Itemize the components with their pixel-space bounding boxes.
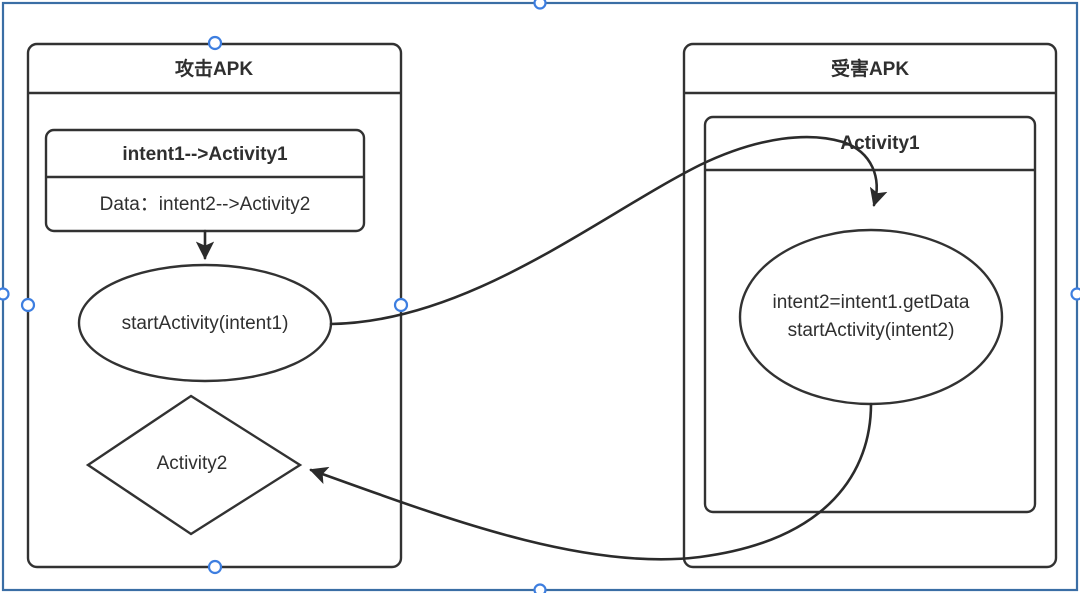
shape-handle-top[interactable] (207, 35, 223, 51)
panel-victim-title: 受害APK (831, 57, 909, 80)
node-activity2[interactable]: Activity2 (85, 394, 303, 536)
shape-handle-right[interactable] (393, 297, 409, 313)
node-get-data-label-line-1: intent2=intent1.getData (772, 292, 969, 313)
node-activity1-box-header: Activity1 (840, 133, 920, 154)
selection-handle-right[interactable] (1070, 287, 1080, 301)
edge-get-data-to-activity2[interactable] (309, 402, 873, 561)
node-intent-box[interactable]: intent1-->Activity1 Data：intent2-->Activ… (44, 128, 366, 233)
node-activity2-label: Activity2 (157, 453, 228, 474)
node-get-data-shape[interactable] (738, 228, 1004, 406)
selection-handle-bottom[interactable] (533, 583, 547, 593)
node-activity2-shape[interactable] (85, 394, 303, 536)
node-intent-box-body: Data：intent2-->Activity2 (100, 194, 311, 215)
node-start-activity-1-label: startActivity(intent1) (122, 313, 289, 334)
node-intent-box-header: intent1-->Activity1 (122, 144, 288, 165)
panel-attacker-title: 攻击APK (175, 57, 253, 80)
node-get-data-label-line-2: startActivity(intent2) (788, 320, 955, 341)
node-start-activity-1[interactable]: startActivity(intent1) (77, 263, 333, 383)
node-get-data[interactable]: intent2=intent1.getData startActivity(in… (738, 228, 1004, 406)
shape-handle-bottom[interactable] (207, 559, 223, 575)
shape-handle-left[interactable] (20, 297, 36, 313)
selection-handle-left[interactable] (0, 287, 10, 301)
edge-activity1-to-get-data[interactable] (841, 140, 888, 207)
edge-start-activity-to-activity1[interactable] (329, 135, 845, 326)
selection-handle-top[interactable] (533, 0, 547, 10)
